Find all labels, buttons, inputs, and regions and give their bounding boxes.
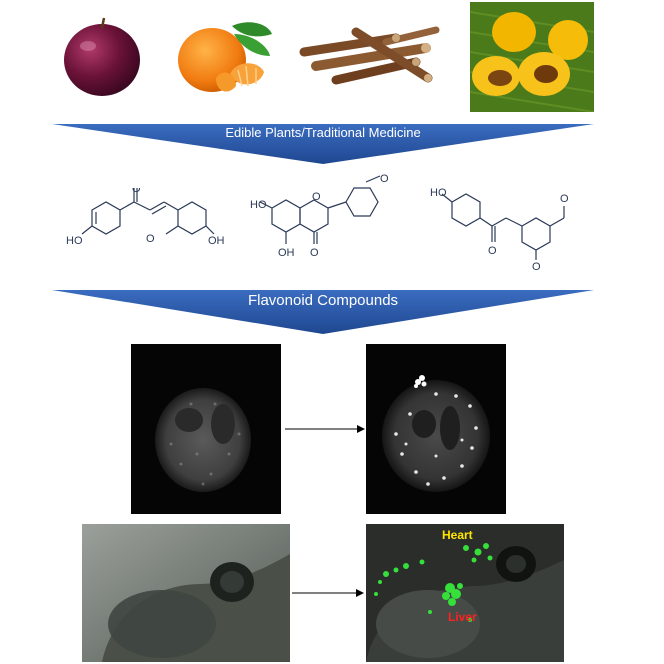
flavonoid-label: Flavonoid Compounds (247, 292, 399, 309)
chalcone-ho-label: HO (66, 235, 83, 247)
edible-plants-banner: Edible Plants/Traditional Medicine (52, 124, 594, 166)
flavanone-oh-label: OH (278, 247, 295, 259)
tangerine-icon (178, 22, 272, 92)
zebrafish-arrow (292, 589, 364, 597)
cell-after-image (366, 344, 506, 514)
plum-image (58, 12, 146, 98)
zebrafish-after-image: Heart Liver (366, 524, 564, 662)
chalcone-ketone-o: O (132, 188, 141, 195)
chalcone-structure: O HO OH O (66, 188, 225, 247)
flavanone-ring-o: O (312, 191, 321, 203)
zebrafish-before-image (82, 524, 290, 662)
flavonoid-banner: Flavonoid Compounds (52, 290, 594, 336)
licorice-root-image (296, 22, 446, 92)
liver-label: Liver (448, 610, 477, 624)
yellow-fruit-image (470, 2, 594, 112)
flavanone-methoxy-o: O (380, 173, 389, 185)
cell-before-image (131, 344, 281, 514)
tangerine-image (172, 16, 284, 102)
dihydro-methoxy-bottom: O (532, 261, 541, 270)
flavanone-ketone-o: O (310, 247, 319, 259)
chalcone-methoxy: O (146, 233, 155, 245)
licorice-root-icon (299, 26, 440, 85)
cell-arrow (285, 425, 365, 433)
plum-icon (64, 17, 140, 96)
dihydrochalcone-structure: HO O O O (430, 187, 569, 270)
heart-label: Heart (442, 528, 473, 542)
dihydro-ho-label: HO (430, 187, 447, 199)
dihydro-methoxy-top: O (560, 193, 569, 205)
flavanone-ho-label: HO (250, 199, 267, 211)
flavanone-structure: HO O OH O O (250, 173, 389, 259)
yellow-fruit-icon (470, 11, 594, 112)
edible-plants-label: Edible Plants/Traditional Medicine (225, 125, 421, 140)
dihydro-ketone-o-text: O (488, 245, 497, 257)
chalcone-oh-label: OH (208, 235, 225, 247)
